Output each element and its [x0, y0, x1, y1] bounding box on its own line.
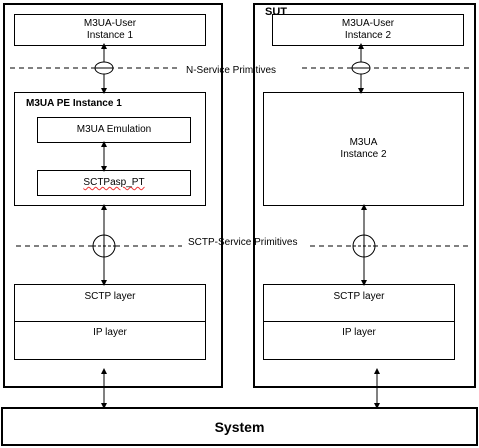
sctpasp-pt-label: SCTPasp_PT — [83, 177, 145, 188]
sctpasp-pt-box: SCTPasp_PT — [37, 170, 191, 196]
right-ip-layer: IP layer — [263, 322, 455, 344]
left-ip-layer: IP layer — [14, 322, 206, 344]
left-sctp-ip-stack — [14, 284, 206, 360]
m3ua-user-2-line2: Instance 2 — [344, 30, 392, 41]
sut-frame — [253, 3, 476, 388]
left-stack-divider — [14, 321, 206, 322]
left-ip-layer-label: IP layer — [93, 327, 127, 338]
m3ua-emulation-box: M3UA Emulation — [37, 117, 191, 143]
left-sctp-layer-label: SCTP layer — [84, 291, 136, 302]
m3ua-pe-title: M3UA PE Instance 1 — [26, 98, 122, 109]
right-sctp-ip-stack — [263, 284, 455, 360]
n-service-primitives-label: N-Service Primitives — [186, 65, 277, 76]
m3ua-instance-2-line2: Instance 2 — [340, 149, 387, 160]
m3ua-instance-2: M3UA Instance 2 — [263, 92, 464, 206]
system-box: System — [1, 407, 478, 446]
left-sctp-layer: SCTP layer — [14, 286, 206, 308]
m3ua-user-1-line1: M3UA-User — [83, 18, 137, 29]
right-sctp-layer: SCTP layer — [263, 286, 455, 308]
m3ua-user-instance-1: M3UA-User Instance 1 — [14, 14, 206, 46]
right-sctp-layer-label: SCTP layer — [333, 291, 385, 302]
right-ip-layer-label: IP layer — [342, 327, 376, 338]
m3ua-user-1-line2: Instance 1 — [86, 30, 134, 41]
m3ua-instance-2-line1: M3UA — [349, 137, 378, 148]
m3ua-user-2-line1: M3UA-User — [341, 18, 395, 29]
system-title: System — [214, 418, 265, 435]
m3ua-emulation-label: M3UA Emulation — [76, 124, 152, 135]
sctp-service-primitives-label: SCTP-Service Primitives — [188, 237, 298, 248]
left-frame — [3, 3, 223, 388]
m3ua-user-instance-2: M3UA-User Instance 2 — [272, 14, 464, 46]
right-stack-divider — [263, 321, 455, 322]
